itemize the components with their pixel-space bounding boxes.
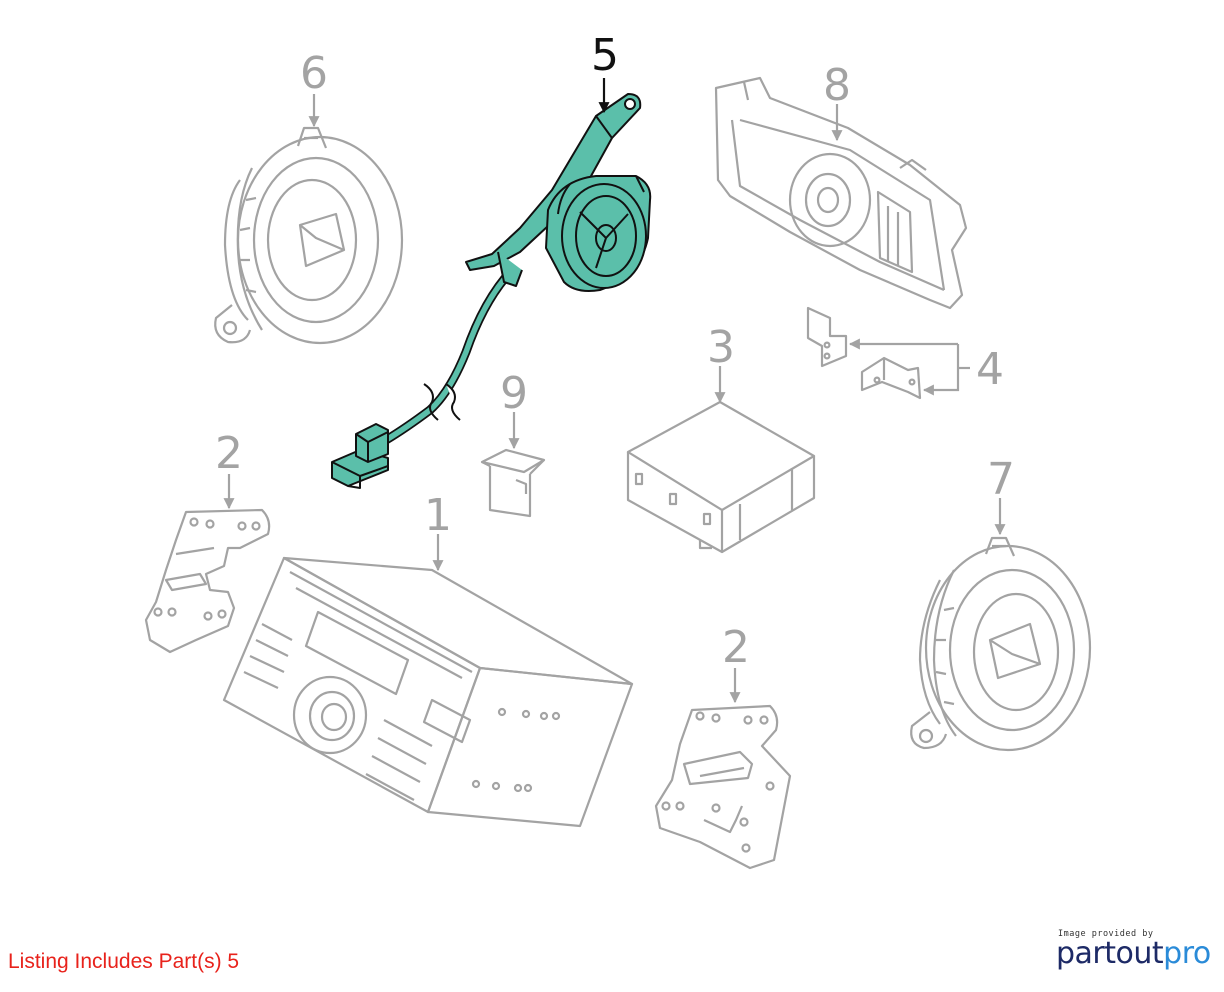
part-6-door-speaker[interactable]: [214, 126, 404, 345]
part-7-door-speaker[interactable]: [910, 536, 1092, 752]
image-credit: Image provided by partoutpro: [1056, 929, 1211, 971]
part-5-tweeter-speaker-harness[interactable]: [331, 93, 652, 489]
callout-2-left: 2: [215, 428, 243, 479]
callout-7: 7: [987, 454, 1015, 505]
part-2-bracket-left[interactable]: [144, 508, 271, 654]
callout-3: 3: [707, 322, 735, 373]
listing-includes-note: Listing Includes Part(s) 5: [8, 950, 240, 973]
callout-2-bottom: 2: [722, 622, 750, 673]
part-4-mounting-brackets[interactable]: [806, 306, 922, 400]
callout-9: 9: [500, 368, 528, 419]
part-8-speaker-enclosure[interactable]: [714, 76, 968, 310]
callout-4: 4: [976, 344, 1004, 395]
part-1-radio-head-unit[interactable]: [222, 556, 634, 828]
callout-5: 5: [591, 30, 619, 81]
callout-leaders: [223, 78, 1006, 704]
callout-6: 6: [300, 48, 328, 99]
callout-1: 1: [424, 490, 452, 541]
part-9-clip[interactable]: [480, 448, 546, 518]
callout-8: 8: [823, 60, 851, 111]
partoutpro-logo: partoutpro: [1056, 936, 1211, 971]
callout-numbers: 6 5 8 3 4 9 2 1 7 2: [215, 30, 1015, 673]
part-2-bracket-bottom[interactable]: [654, 704, 792, 870]
brand-part-pro: pro: [1163, 936, 1211, 971]
part-4-leader-lines: [848, 338, 970, 396]
part-3-control-module[interactable]: [626, 400, 816, 554]
credit-caption: Image provided by: [1058, 929, 1154, 939]
brand-part-partout: partout: [1056, 936, 1164, 971]
